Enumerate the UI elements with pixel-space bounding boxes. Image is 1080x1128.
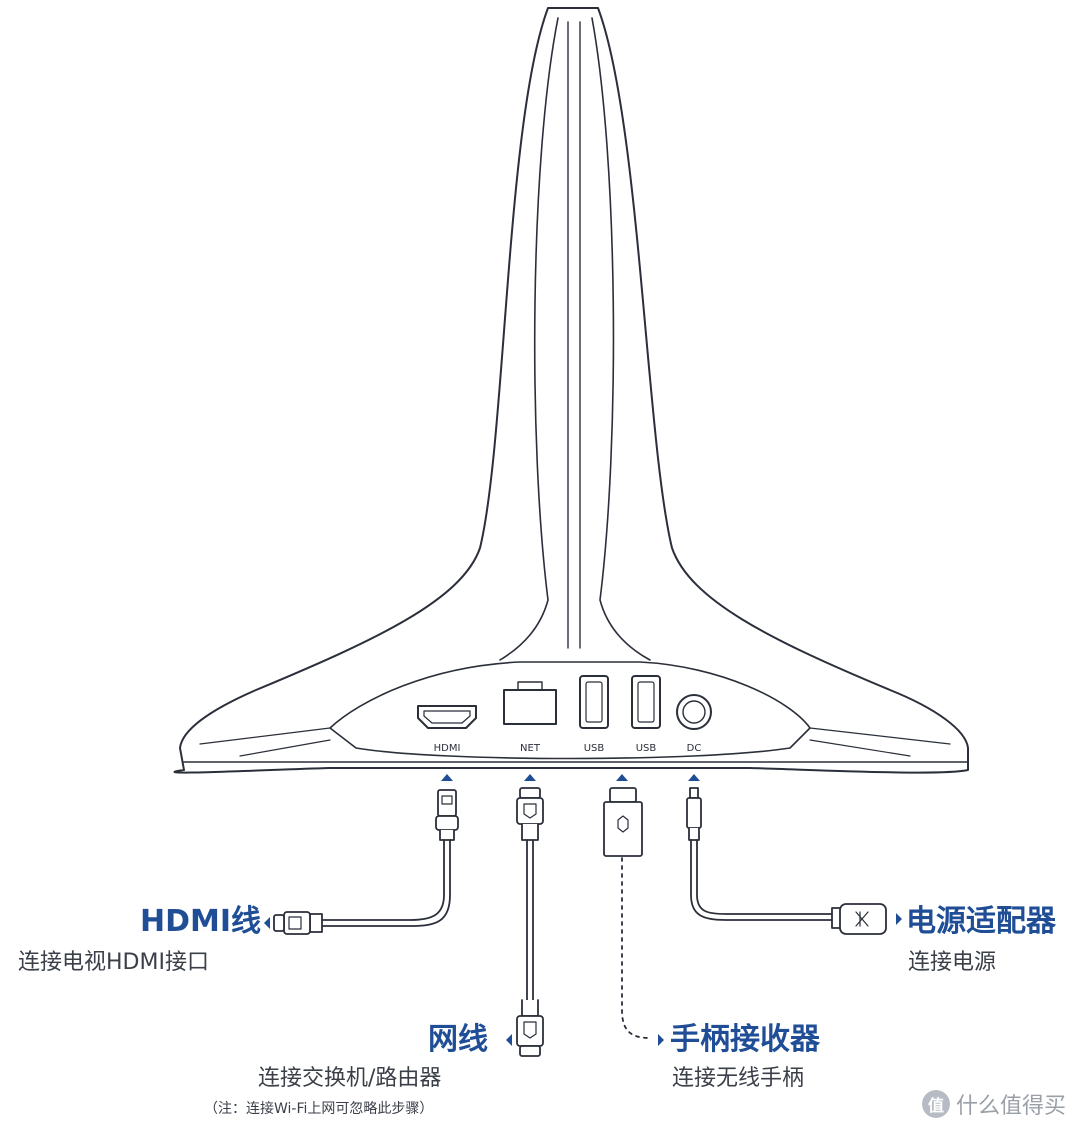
port-label-hdmi: HDMI [434, 743, 461, 754]
hdmi-port [417, 705, 477, 729]
pointer-receiver-icon [658, 1034, 664, 1046]
port-label-net: NET [520, 743, 541, 754]
callout-receiver-desc-wrap: 连接无线手柄 [672, 1064, 804, 1094]
watermark: 值 什么值得买 [921, 1088, 1066, 1120]
hdmi-connector-icon [435, 789, 459, 841]
watermark-text: 什么值得买 [955, 1094, 1066, 1119]
callout-hdmi-desc-wrap: 连接电视HDMI接口 [18, 948, 209, 978]
callout-net-note: （注：连接Wi-Fi上网可忽略此步骤） [204, 1101, 434, 1117]
power-adapter-icon [831, 903, 887, 935]
device-center-rail [567, 21, 581, 649]
dc-cable [690, 839, 833, 921]
device-base-shade-right [809, 727, 951, 757]
device-body [173, 7, 969, 774]
callout-power: 电源适配器 [906, 904, 1056, 940]
wireless-link [621, 857, 651, 1039]
usb-port-2 [631, 675, 661, 729]
pointer-hdmi-icon [264, 917, 270, 929]
net-connector-icon [516, 787, 544, 841]
hdmi-plug-icon [273, 911, 323, 935]
device-inner-contour [499, 17, 651, 661]
callout-power-desc: 连接电源 [908, 950, 997, 975]
callout-power-desc-wrap: 连接电源 [908, 948, 996, 978]
callout-hdmi-desc: 连接电视HDMI接口 [18, 950, 209, 975]
device-base-shade-left [199, 727, 331, 757]
callout-net-note-wrap: （注：连接Wi-Fi上网可忽略此步骤） [204, 1098, 433, 1120]
dc-port [676, 694, 712, 730]
callout-net: 网线 [428, 1022, 488, 1058]
hdmi-cable [321, 839, 451, 927]
watermark-logo-icon: 值 [921, 1090, 950, 1118]
port-label-dc: DC [687, 743, 702, 754]
arrow-up-net-icon [524, 774, 536, 781]
pointer-net-icon [506, 1034, 512, 1046]
pointer-power-icon [896, 913, 902, 925]
arrow-up-usb-icon [616, 774, 628, 781]
usb-port-1 [579, 675, 609, 729]
port-label-usb-2: USB [636, 743, 657, 754]
callout-hdmi: HDMI线 [140, 904, 261, 940]
arrow-up-dc-icon [688, 774, 700, 781]
callout-hdmi-title: HDMI线 [140, 904, 262, 939]
hdmi-cable [321, 839, 445, 921]
callout-power-title: 电源适配器 [906, 904, 1056, 939]
dc-connector-icon [686, 787, 702, 841]
net-cable [526, 839, 534, 1001]
dc-cable [696, 839, 833, 915]
callout-net-desc: 连接交换机/路由器 [258, 1066, 442, 1091]
port-label-usb-1: USB [584, 743, 605, 754]
callout-receiver-desc: 连接无线手柄 [672, 1066, 805, 1091]
net-end-connector-icon [516, 999, 544, 1057]
usb-receiver-icon [603, 787, 643, 857]
callout-receiver-title: 手柄接收器 [670, 1022, 820, 1057]
net-port [503, 689, 557, 725]
arrow-up-hdmi-icon [441, 774, 453, 781]
callout-receiver: 手柄接收器 [670, 1022, 820, 1058]
callout-net-title: 网线 [428, 1022, 488, 1057]
port-panel [329, 661, 811, 760]
callout-net-desc-wrap: 连接交换机/路由器 [258, 1064, 441, 1094]
